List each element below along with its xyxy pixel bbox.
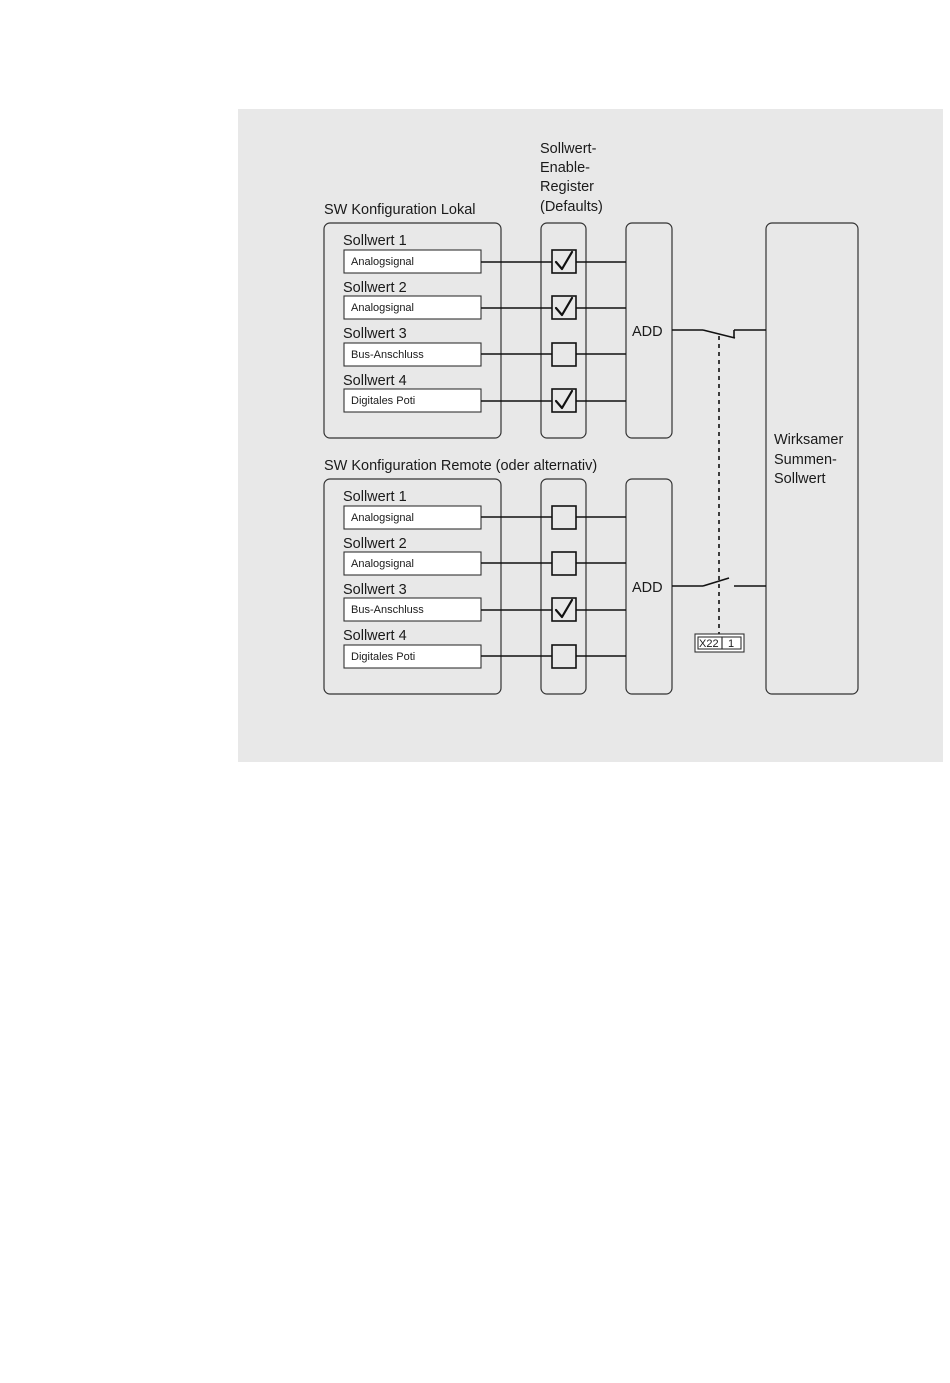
output-label-2: Summen- xyxy=(774,452,837,468)
group-remote: SW Konfiguration Remote (oder alternativ… xyxy=(323,458,673,695)
group-remote-title: SW Konfiguration Remote (oder alternativ… xyxy=(324,458,597,474)
source-label: Bus-Anschluss xyxy=(351,604,424,616)
terminal-outer-frame xyxy=(694,633,745,653)
enable-checkbox xyxy=(551,342,577,367)
enable-register-label-1: Sollwert- xyxy=(540,141,597,157)
output-block xyxy=(765,222,859,695)
setpoint-name: Sollwert 4 xyxy=(343,628,407,644)
switch-local xyxy=(672,329,766,339)
group-local-row-2: Sollwert 2 Analogsignal xyxy=(343,280,626,320)
enable-checkbox xyxy=(551,644,577,669)
output-label-1: Wirksamer xyxy=(774,432,843,448)
group-remote-row-2: Sollwert 2 Analogsignal xyxy=(343,536,626,576)
check-mark-icon xyxy=(554,389,574,410)
group-remote-row-1: Sollwert 1 Analogsignal xyxy=(343,489,626,530)
group-remote-row-4: Sollwert 4 Digitales Poti xyxy=(343,628,626,669)
setpoint-name: Sollwert 3 xyxy=(343,326,407,342)
terminal-pin-cell xyxy=(721,636,742,650)
setpoint-name: Sollwert 4 xyxy=(343,373,407,389)
group-local-title: SW Konfiguration Lokal xyxy=(324,202,476,218)
setpoint-name: Sollwert 2 xyxy=(343,536,407,552)
group-local-config-panel xyxy=(323,222,502,439)
enable-register-label-2: Enable- xyxy=(540,160,590,176)
enable-register-label-3: Register xyxy=(540,179,594,195)
terminal-pin: 1 xyxy=(728,638,734,650)
source-label: Bus-Anschluss xyxy=(351,349,424,361)
group-local-row-1: Sollwert 1 Analogsignal xyxy=(343,233,626,274)
output-label-3: Sollwert xyxy=(774,471,826,487)
terminal-x22: X22 1 xyxy=(694,633,745,653)
group-local-row-4: Sollwert 4 Digitales Poti xyxy=(343,373,626,413)
terminal-name: X22 xyxy=(699,638,719,650)
switch-remote xyxy=(672,577,766,587)
diagram-canvas: Sollwert- Enable- Register (Defaults) SW… xyxy=(323,141,859,695)
group-local-add-label: ADD xyxy=(632,324,663,340)
group-remote-config-panel xyxy=(323,478,502,695)
group-remote-add-label: ADD xyxy=(632,580,663,596)
setpoint-name: Sollwert 1 xyxy=(343,489,407,505)
enable-checkbox xyxy=(551,505,577,530)
setpoint-name: Sollwert 3 xyxy=(343,582,407,598)
setpoint-name: Sollwert 2 xyxy=(343,280,407,296)
check-mark-icon xyxy=(554,250,574,271)
setpoint-configuration-diagram: Sollwert- Enable- Register (Defaults) SW… xyxy=(238,109,943,762)
group-local: SW Konfiguration Lokal ADD Sollwert 1 An… xyxy=(323,202,673,439)
source-label: Analogsignal xyxy=(351,256,414,268)
enable-checkbox xyxy=(551,551,577,576)
source-label: Analogsignal xyxy=(351,512,414,524)
switch-remote-contact xyxy=(702,577,730,587)
group-local-enable-column xyxy=(540,222,587,439)
enable-register-label-4: (Defaults) xyxy=(540,199,603,215)
source-label: Digitales Poti xyxy=(351,395,415,407)
group-remote-enable-column xyxy=(540,478,587,695)
setpoint-name: Sollwert 1 xyxy=(343,233,407,249)
check-mark-icon xyxy=(554,296,574,317)
source-label: Analogsignal xyxy=(351,302,414,314)
switch-local-contact xyxy=(702,329,736,339)
check-mark-icon xyxy=(554,598,574,619)
group-remote-row-3: Sollwert 3 Bus-Anschluss xyxy=(343,582,626,622)
source-label: Digitales Poti xyxy=(351,651,415,663)
source-label: Analogsignal xyxy=(351,558,414,570)
group-local-row-3: Sollwert 3 Bus-Anschluss xyxy=(343,326,626,367)
